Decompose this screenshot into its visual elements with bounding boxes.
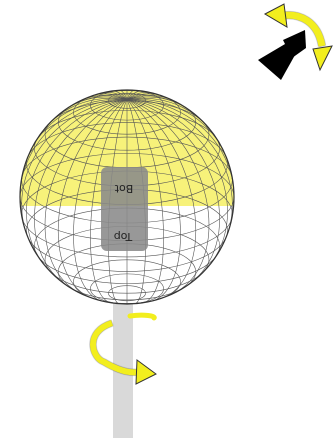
sphere-meridian: [110, 90, 164, 304]
sphere-meridian: [73, 91, 151, 302]
sphere-meridian: [90, 90, 144, 304]
upper-hemisphere: [20, 90, 234, 206]
top-label: Top: [114, 230, 134, 243]
sphere-meridian: [44, 95, 173, 294]
curved-double-arrow-icon: [263, 3, 333, 72]
bot-label: Bot: [114, 182, 133, 195]
sphere-meridian: [103, 91, 181, 302]
speaker-icon: [258, 30, 306, 80]
sphere-meridian: [92, 93, 197, 299]
orientation-label-box: Bot Top: [101, 167, 148, 251]
circular-arrow-icon: [90, 312, 157, 385]
sphere-meridian: [57, 93, 162, 299]
sphere-meridian: [81, 95, 210, 294]
support-post: [113, 290, 133, 438]
